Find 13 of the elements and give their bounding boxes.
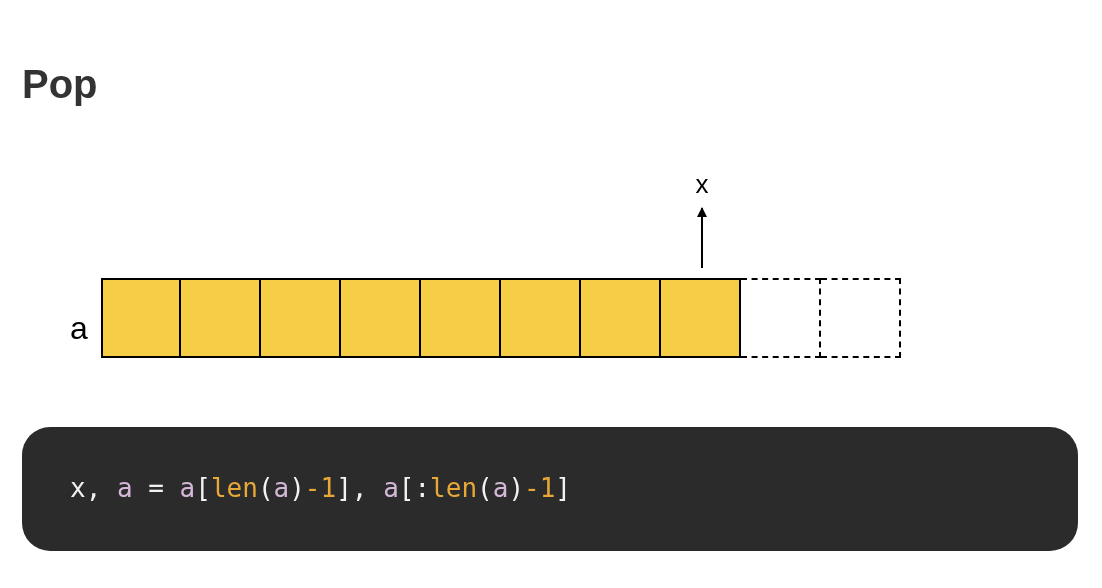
title: Pop <box>22 62 98 107</box>
array-cell <box>661 278 741 358</box>
array-name: a <box>70 310 88 346</box>
array-cell <box>581 278 661 358</box>
value-label: x <box>695 170 709 198</box>
array-cell <box>501 278 581 358</box>
array-cell <box>341 278 421 358</box>
code-block: x, a = a[len(a)-1], a[:len(a)-1] <box>22 427 1078 551</box>
array-cell <box>421 278 501 358</box>
arrow <box>697 207 707 269</box>
array-cell <box>181 278 261 358</box>
array-cell <box>101 278 181 358</box>
array-cell <box>261 278 341 358</box>
